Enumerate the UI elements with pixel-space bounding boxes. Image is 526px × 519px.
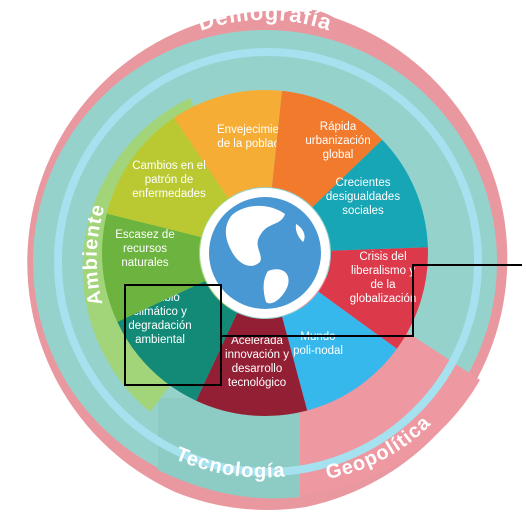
segment-enfermedades xyxy=(106,117,229,238)
segment-label-line: enfermedades xyxy=(132,188,206,200)
segment-label-line: desarrollo xyxy=(232,363,283,375)
segment-label-line: sociales xyxy=(342,205,384,217)
segment-label-line: Cambios en el xyxy=(132,160,206,172)
segment-label-line: Escasez de xyxy=(115,229,174,241)
segment-label-recursos: Escasez de recursos naturales xyxy=(115,229,174,269)
segment-label-line: de la población xyxy=(217,138,294,150)
inner-light-ring xyxy=(54,48,482,476)
segment-label-line: degradación xyxy=(128,320,191,332)
segment-label-envejecimiento: Envejecimiento de la población xyxy=(217,124,295,150)
segment-label-desigualdades: Crecientes desigualdades sociales xyxy=(326,177,400,217)
segment-label-line: Acelerada xyxy=(231,335,283,347)
segment-label-line: ambiental xyxy=(135,334,185,346)
segment-label-line: global xyxy=(323,149,354,161)
segment-label-line: innovación y xyxy=(225,349,289,361)
highlight-frame-liberalismo xyxy=(221,264,522,337)
segment-label-line: desigualdades xyxy=(326,191,400,203)
segment-polinodal xyxy=(282,291,397,411)
segment-label-line: poli-nodal xyxy=(293,345,343,357)
segment-label-line: liberalismo y xyxy=(351,265,415,277)
segment-label-line: Crecientes xyxy=(336,177,391,189)
segment-innovacion xyxy=(196,312,308,416)
segment-label-innovacion: Acelerada innovación y desarrollo tecnológi… xyxy=(225,335,289,389)
segment-label-line: globalización xyxy=(350,293,417,305)
segment-label-line: naturales xyxy=(121,257,169,269)
segment-urbanizacion xyxy=(271,90,383,208)
segment-label-line: urbanización xyxy=(305,135,370,147)
segment-label-line: tecnológico xyxy=(228,377,286,389)
segment-label-urbanizacion: Rápida urbanización global xyxy=(305,121,370,161)
segment-label-line: Envejecimiento xyxy=(217,124,295,136)
segment-label-liberalismo: Crisis del liberalismo y de la globalizació… xyxy=(350,251,417,305)
segment-recursos xyxy=(101,213,206,322)
segments-group: Envejecimiento de la población Rápida urban… xyxy=(101,90,428,416)
segment-label-line: Rápida xyxy=(320,121,357,133)
segment-label-line: Crisis del xyxy=(359,251,406,263)
segment-desigualdades xyxy=(312,139,428,251)
segment-cambio-climatico xyxy=(117,280,238,401)
segment-label-line: de la xyxy=(371,279,397,291)
segment-liberalismo xyxy=(318,247,428,349)
segment-label-line: climático y xyxy=(133,306,187,318)
segment-label-line: patrón de xyxy=(145,174,194,186)
globe-icon xyxy=(200,188,330,318)
segment-label-enfermedades: Cambios en el patrón de enfermedades xyxy=(132,160,206,200)
segment-label-line: recursos xyxy=(123,243,167,255)
segment-envejecimiento xyxy=(173,90,283,199)
